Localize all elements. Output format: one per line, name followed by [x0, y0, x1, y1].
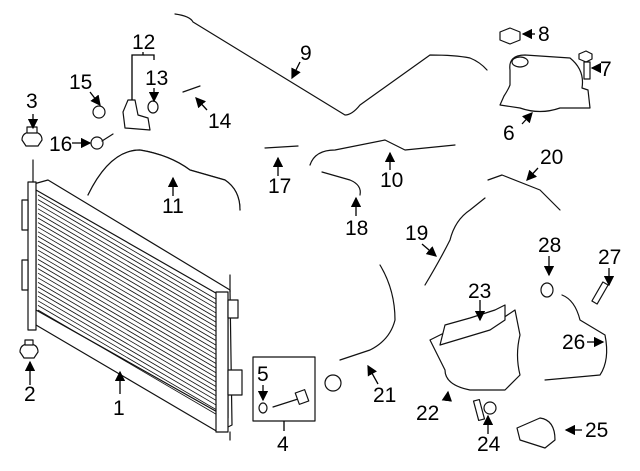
elbow-25[interactable]	[516, 417, 556, 449]
bolt-16-shank	[101, 133, 114, 142]
radiator-fin-line	[37, 282, 227, 393]
callout-11[interactable]: 11	[162, 195, 184, 218]
radiator-fin-line	[37, 309, 227, 421]
radiator-fin-line	[37, 305, 227, 416]
hose-14[interactable]	[182, 85, 201, 93]
callout-6[interactable]: 6	[503, 122, 515, 145]
radiator-fin-line	[37, 300, 227, 412]
radiator-fin-line	[37, 240, 227, 352]
bolt-part[interactable]	[578, 50, 593, 80]
radiator-fin-line	[37, 277, 227, 389]
callout-13[interactable]: 13	[145, 67, 168, 90]
plug-top-part[interactable]	[21, 126, 43, 147]
drain-plug-part[interactable]	[19, 339, 39, 359]
radiator-part[interactable]	[21, 159, 243, 441]
callout-7[interactable]: 7	[600, 58, 612, 81]
radiator-fin-line	[37, 254, 227, 366]
bolt-24-head	[483, 401, 497, 415]
coolant-reservoir-part[interactable]	[499, 54, 591, 113]
radiator-fin-line	[37, 231, 227, 343]
callout-25[interactable]: 25	[585, 419, 608, 442]
radiator-fin-line	[37, 259, 227, 370]
callout-18[interactable]: 18	[345, 217, 368, 240]
hose-11-inner	[87, 149, 241, 211]
pipe-9[interactable]	[174, 13, 488, 116]
radiator-fin-line	[37, 208, 227, 320]
pipe-10[interactable]	[309, 139, 456, 166]
callout-5[interactable]: 5	[257, 363, 269, 386]
hose-18[interactable]	[321, 171, 361, 196]
radiator-fin-line	[37, 245, 227, 356]
callout-8[interactable]: 8	[538, 23, 550, 46]
radiator-fin-line	[37, 217, 227, 329]
bolt-24[interactable]	[472, 398, 486, 422]
callout-4[interactable]: 4	[277, 433, 289, 456]
callout-19[interactable]: 19	[405, 222, 428, 245]
radiator-fin-line	[37, 286, 227, 398]
radiator-fin-line	[37, 203, 227, 315]
seal-13[interactable]	[147, 100, 159, 114]
hose-26[interactable]	[544, 294, 608, 381]
radiator-fin-line	[37, 249, 227, 361]
radiator-fin-line	[37, 272, 227, 384]
radiator-fin-line	[37, 263, 227, 375]
hose-20[interactable]	[487, 174, 561, 211]
bracket-12[interactable]	[122, 99, 151, 131]
callout-21[interactable]: 21	[373, 384, 396, 407]
radiator-fin-line	[37, 222, 227, 333]
callout-26[interactable]: 26	[562, 331, 585, 354]
callout-2[interactable]: 2	[24, 383, 36, 406]
hose-17[interactable]	[264, 145, 299, 149]
nut-15[interactable]	[92, 105, 106, 119]
bolt-27[interactable]	[591, 281, 609, 305]
clamp-28[interactable]	[540, 282, 554, 298]
callout-1[interactable]: 1	[113, 397, 125, 420]
radiator-fin-line	[37, 268, 227, 379]
callout-22[interactable]: 22	[416, 402, 439, 425]
callout-14[interactable]: 14	[208, 110, 232, 133]
callout-24[interactable]: 24	[477, 433, 501, 456]
callout-12[interactable]: 12	[132, 31, 155, 54]
callout-20[interactable]: 20	[540, 146, 563, 169]
radiator-fin-line	[37, 295, 227, 407]
bolt-16-head[interactable]	[90, 136, 104, 150]
callout-23[interactable]: 23	[468, 280, 491, 303]
callout-28[interactable]: 28	[538, 234, 561, 257]
radiator-fin-line	[37, 236, 227, 347]
callout-3[interactable]: 3	[26, 90, 38, 113]
pipe-21-outlet[interactable]	[324, 374, 342, 392]
radiator-fin-line	[37, 226, 227, 338]
callout-16[interactable]: 16	[49, 133, 72, 156]
callout-9[interactable]: 9	[300, 42, 312, 65]
callout-27[interactable]: 27	[598, 246, 621, 269]
radiator-fin-line	[37, 291, 227, 402]
radiator-fin-line	[37, 213, 227, 324]
callout-10[interactable]: 10	[380, 169, 403, 192]
radiator-fin-line	[37, 199, 227, 310]
gasket-23[interactable]	[439, 304, 506, 346]
pipe-21[interactable]	[339, 264, 396, 361]
callout-15[interactable]: 15	[69, 71, 92, 94]
cap-part[interactable]	[499, 27, 521, 45]
hose-19[interactable]	[424, 197, 486, 286]
radiator-fin-line	[37, 194, 227, 306]
callout-17[interactable]: 17	[268, 175, 291, 198]
